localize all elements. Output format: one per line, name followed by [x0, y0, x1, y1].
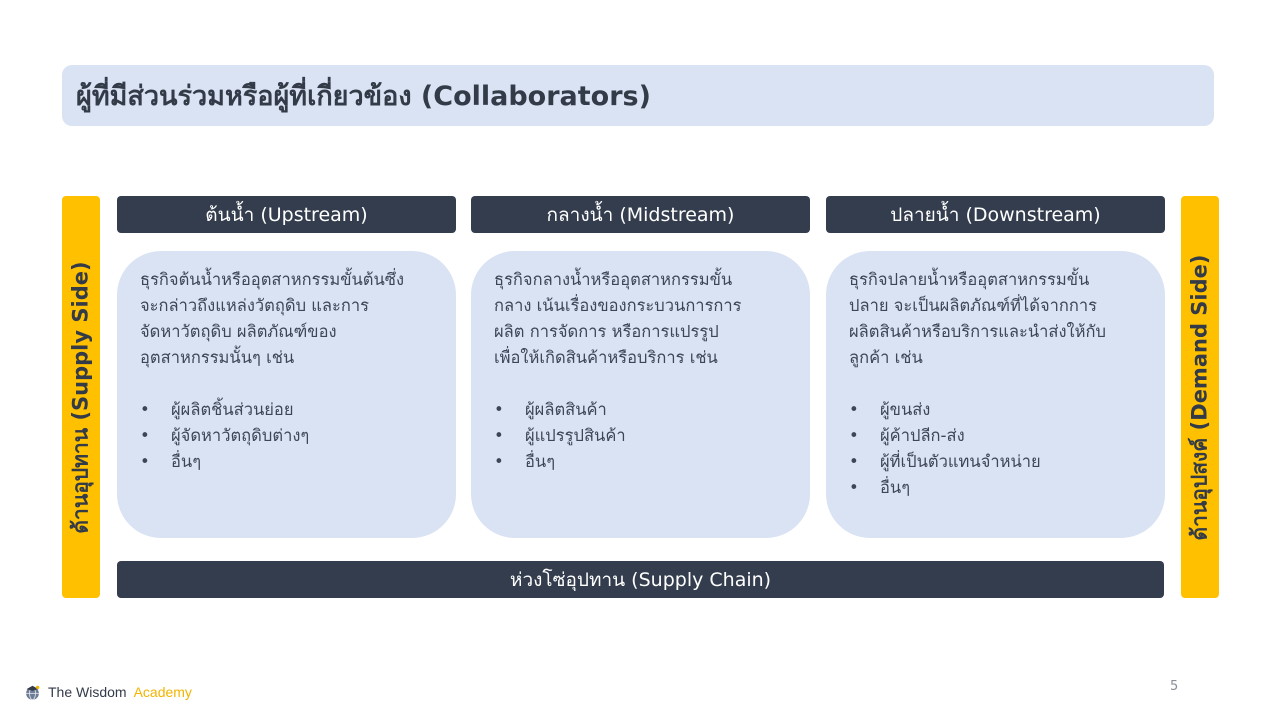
list-item: • ผู้แปรรูปสินค้า [494, 423, 792, 449]
footer-brand-accent: Academy [133, 684, 192, 700]
list-item-label: อื่นๆ [525, 452, 556, 471]
list-item: • ผู้ผลิตสินค้า [494, 397, 792, 423]
list-item-label: ผู้ผลิตชิ้นส่วนย่อย [171, 400, 294, 419]
upstream-header: ต้นน้ำ (Upstream) [117, 196, 456, 233]
list-item: • อื่นๆ [494, 449, 792, 475]
midstream-list: • ผู้ผลิตสินค้า • ผู้แปรรูปสินค้า • อื่นๆ [494, 397, 792, 475]
list-item: • อื่นๆ [849, 475, 1147, 501]
downstream-header: ปลายน้ำ (Downstream) [826, 196, 1165, 233]
desc-line: ลูกค้า เช่น [849, 348, 923, 367]
bullet-icon: • [140, 426, 150, 445]
list-item: • ผู้ผลิตชิ้นส่วนย่อย [140, 397, 438, 423]
list-item-label: ผู้ผลิตสินค้า [525, 400, 607, 419]
page-title: ผู้ที่มีส่วนร่วมหรือผู้ที่เกี่ยวข้อง (Co… [76, 81, 651, 112]
midstream-header: กลางน้ำ (Midstream) [471, 196, 810, 233]
list-item-label: ผู้ค้าปลีก-ส่ง [880, 426, 965, 445]
desc-line: ปลาย จะเป็นผลิตภัณฑ์ที่ได้จากการ [849, 296, 1097, 315]
bullet-icon: • [849, 400, 859, 419]
title-bar: ผู้ที่มีส่วนร่วมหรือผู้ที่เกี่ยวข้อง (Co… [62, 65, 1214, 126]
footer-logo: The Wisdom Academy [24, 682, 192, 702]
supply-chain-bar: ห่วงโซ่อุปทาน (Supply Chain) [117, 561, 1164, 598]
demand-side-label: ด้านอุปสงค์ (Demand Side) [1187, 254, 1212, 540]
bullet-icon: • [849, 426, 859, 445]
bullet-icon: • [849, 452, 859, 471]
bullet-icon: • [140, 400, 150, 419]
desc-line: จัดหาวัตถุดิบ ผลิตภัณฑ์ของ [140, 322, 337, 341]
desc-line: ธุรกิจปลายน้ำหรืออุตสาหกรรมขั้น [849, 270, 1090, 289]
desc-line: ผลิต การจัดการ หรือการแปรรูป [494, 322, 719, 341]
list-item-label: ผู้ขนส่ง [880, 400, 931, 419]
desc-line: เพื่อให้เกิดสินค้าหรือบริการ เช่น [494, 348, 718, 367]
supply-side-bar: ด้านอุปทาน (Supply Side) [62, 196, 100, 598]
desc-line: ผลิตสินค้าหรือบริการและนำส่งให้กับ [849, 322, 1106, 341]
list-item-label: ผู้จัดหาวัตถุดิบต่างๆ [171, 426, 310, 445]
upstream-list: • ผู้ผลิตชิ้นส่วนย่อย • ผู้จัดหาวัตถุดิบต่… [140, 397, 438, 475]
globe-logo-icon [26, 685, 40, 700]
list-item: • ผู้จัดหาวัตถุดิบต่างๆ [140, 423, 438, 449]
upstream-header-label: ต้นน้ำ (Upstream) [205, 203, 368, 226]
bullet-icon: • [849, 478, 859, 497]
list-item: • ผู้ขนส่ง [849, 397, 1147, 423]
midstream-header-label: กลางน้ำ (Midstream) [546, 203, 735, 226]
desc-line: ธุรกิจต้นน้ำหรืออุตสาหกรรมขั้นต้นซึ่ง [140, 270, 405, 289]
list-item-label: อื่นๆ [171, 452, 202, 471]
supply-chain-label: ห่วงโซ่อุปทาน (Supply Chain) [509, 568, 772, 591]
downstream-header-label: ปลายน้ำ (Downstream) [890, 203, 1101, 226]
desc-line: ธุรกิจกลางน้ำหรืออุตสาหกรรมขั้น [494, 270, 733, 289]
list-item: • ผู้ที่เป็นตัวแทนจำหน่าย [849, 449, 1147, 475]
footer-brand-name: The Wisdom [48, 684, 127, 700]
desc-line: อุตสาหกรรมนั้นๆ เช่น [140, 348, 295, 367]
list-item-label: ผู้ที่เป็นตัวแทนจำหน่าย [880, 452, 1041, 471]
list-item: • อื่นๆ [140, 449, 438, 475]
midstream-card: ธุรกิจกลางน้ำหรืออุตสาหกรรมขั้น กลาง เน้… [471, 251, 810, 538]
list-item-label: อื่นๆ [880, 478, 911, 497]
midstream-description: ธุรกิจกลางน้ำหรืออุตสาหกรรมขั้น กลาง เน้… [494, 267, 792, 371]
page-number: 5 [1170, 679, 1179, 694]
downstream-description: ธุรกิจปลายน้ำหรืออุตสาหกรรมขั้น ปลาย จะเ… [849, 267, 1147, 371]
upstream-card: ธุรกิจต้นน้ำหรืออุตสาหกรรมขั้นต้นซึ่ง จะ… [117, 251, 456, 538]
bullet-icon: • [494, 452, 504, 471]
upstream-description: ธุรกิจต้นน้ำหรืออุตสาหกรรมขั้นต้นซึ่ง จะ… [140, 267, 438, 371]
demand-side-bar: ด้านอุปสงค์ (Demand Side) [1181, 196, 1219, 598]
supply-side-label: ด้านอุปทาน (Supply Side) [68, 260, 93, 534]
list-item-label: ผู้แปรรูปสินค้า [525, 426, 626, 445]
bullet-icon: • [140, 452, 150, 471]
desc-line: กลาง เน้นเรื่องของกระบวนการการ [494, 296, 742, 315]
downstream-list: • ผู้ขนส่ง • ผู้ค้าปลีก-ส่ง • ผู้ที่เป็นตัว… [849, 397, 1147, 501]
desc-line: จะกล่าวถึงแหล่งวัตถุดิบ และการ [140, 296, 370, 315]
bullet-icon: • [494, 426, 504, 445]
downstream-card: ธุรกิจปลายน้ำหรืออุตสาหกรรมขั้น ปลาย จะเ… [826, 251, 1165, 538]
bullet-icon: • [494, 400, 504, 419]
list-item: • ผู้ค้าปลีก-ส่ง [849, 423, 1147, 449]
